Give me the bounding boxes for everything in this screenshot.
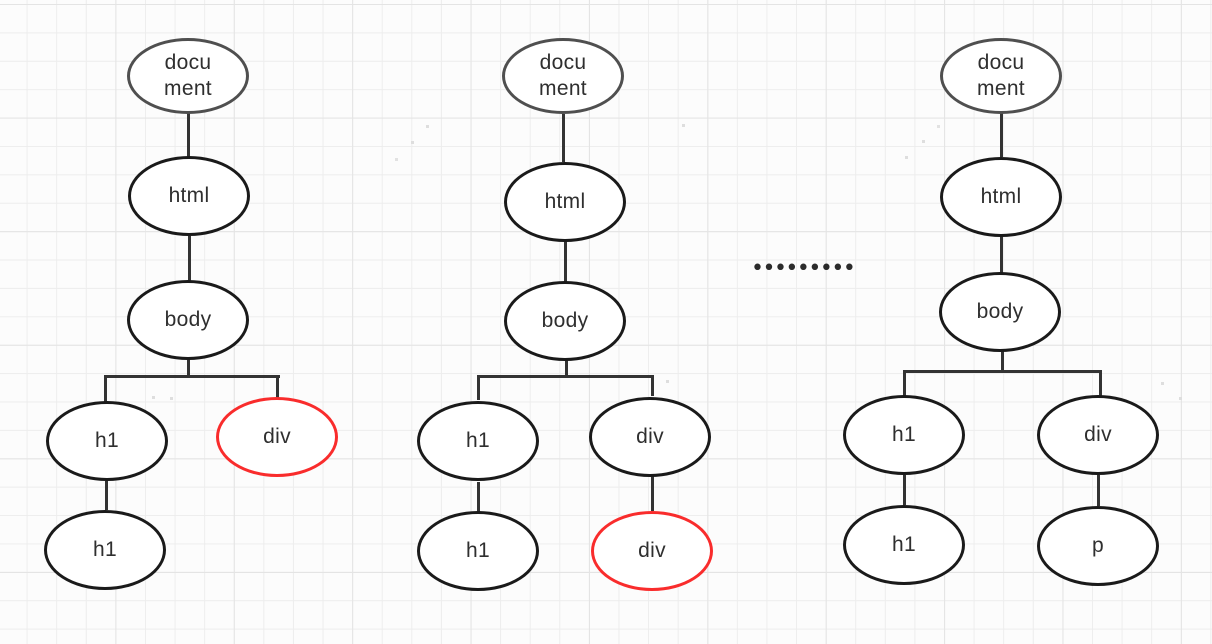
node-label: document <box>977 50 1025 100</box>
node-html: html <box>128 156 250 236</box>
edge-h1-h1 <box>476 482 480 512</box>
node-html: html <box>940 157 1062 237</box>
edge-div-div <box>650 476 654 511</box>
edge-body-children-bar <box>103 375 280 378</box>
node-h1: h1 <box>417 401 539 481</box>
node-label: html <box>980 185 1022 209</box>
edge-body-h1 <box>476 375 480 400</box>
edge-body-stub <box>1000 351 1004 372</box>
node-label: body <box>164 308 212 332</box>
node-div-highlighted: div <box>216 397 338 477</box>
node-label: div <box>1084 423 1112 447</box>
edge-body-stub <box>186 358 190 377</box>
edge-body-div <box>650 375 654 396</box>
edge-html-body <box>999 236 1003 273</box>
edge-div-p <box>1096 475 1100 506</box>
node-document: document <box>940 38 1062 114</box>
ellipsis-separator: ••••••••• <box>751 256 856 281</box>
node-label: document <box>539 50 587 100</box>
node-h1: h1 <box>843 395 965 475</box>
node-label: body <box>541 309 589 333</box>
node-div: div <box>589 397 711 477</box>
edge-document-html <box>999 113 1003 157</box>
edge-body-div <box>275 375 279 398</box>
edge-body-stub <box>564 359 568 377</box>
node-label: html <box>168 184 210 208</box>
node-label: h1 <box>892 533 916 557</box>
background-specks <box>0 0 3 3</box>
node-body: body <box>939 272 1061 352</box>
node-label: h1 <box>95 429 119 453</box>
node-html: html <box>504 162 626 242</box>
node-label: div <box>638 539 666 563</box>
edge-html-body <box>187 236 191 281</box>
node-div-highlighted: div <box>591 511 713 591</box>
node-label: body <box>976 300 1024 324</box>
node-label: h1 <box>93 538 117 562</box>
edge-body-children-bar <box>476 375 654 378</box>
node-label: h1 <box>466 539 490 563</box>
node-label: h1 <box>466 429 490 453</box>
node-h1: h1 <box>46 401 168 481</box>
node-label: p <box>1092 534 1104 558</box>
edge-body-h1 <box>902 370 906 396</box>
node-body: body <box>504 281 626 361</box>
node-h1-child: h1 <box>843 505 965 585</box>
node-label: div <box>636 425 664 449</box>
edge-document-html <box>186 113 190 157</box>
edge-h1-h1 <box>104 481 108 510</box>
node-div: div <box>1037 395 1159 475</box>
edge-body-div <box>1098 370 1102 396</box>
node-label: div <box>263 425 291 449</box>
node-label: document <box>164 50 212 100</box>
node-body: body <box>127 280 249 360</box>
edge-document-html <box>561 114 565 162</box>
edge-html-body <box>563 241 567 283</box>
node-label: html <box>544 190 586 214</box>
edge-body-h1 <box>103 375 107 402</box>
node-label: h1 <box>892 423 916 447</box>
node-p: p <box>1037 506 1159 586</box>
node-h1-child: h1 <box>44 510 166 590</box>
node-h1-child: h1 <box>417 511 539 591</box>
node-document: document <box>127 38 249 114</box>
edge-h1-h1 <box>902 475 906 505</box>
node-document: document <box>502 38 624 114</box>
edge-body-children-bar <box>902 370 1102 373</box>
